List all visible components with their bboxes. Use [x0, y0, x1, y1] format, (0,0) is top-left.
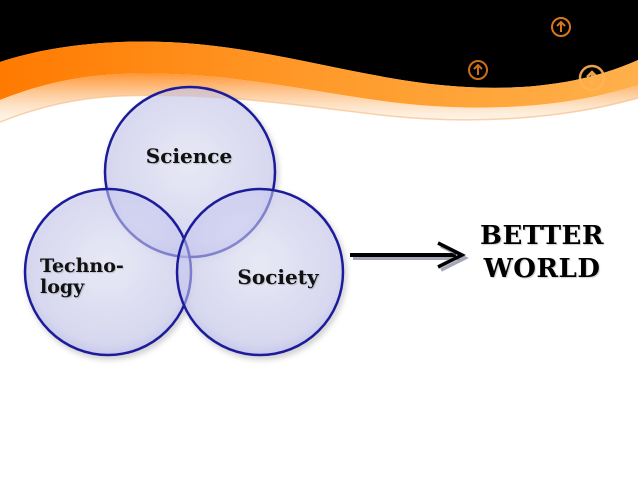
up-arrow-circle-icon — [578, 64, 606, 92]
arrow — [350, 241, 469, 272]
science-label: Science — [145, 144, 233, 168]
venn-circle-society — [175, 187, 345, 357]
up-arrow-circle-icon — [468, 60, 488, 80]
header-orange-band — [0, 41, 638, 108]
outcome-text: BETTER WORLD — [480, 221, 604, 284]
header-glow-band — [0, 73, 638, 122]
society-label: Society — [237, 265, 319, 289]
up-arrow-circle-icon — [551, 17, 571, 37]
header-swoosh — [0, 0, 638, 123]
technology-label: Techno- logy — [40, 255, 124, 298]
header-edge-line — [0, 94, 638, 123]
